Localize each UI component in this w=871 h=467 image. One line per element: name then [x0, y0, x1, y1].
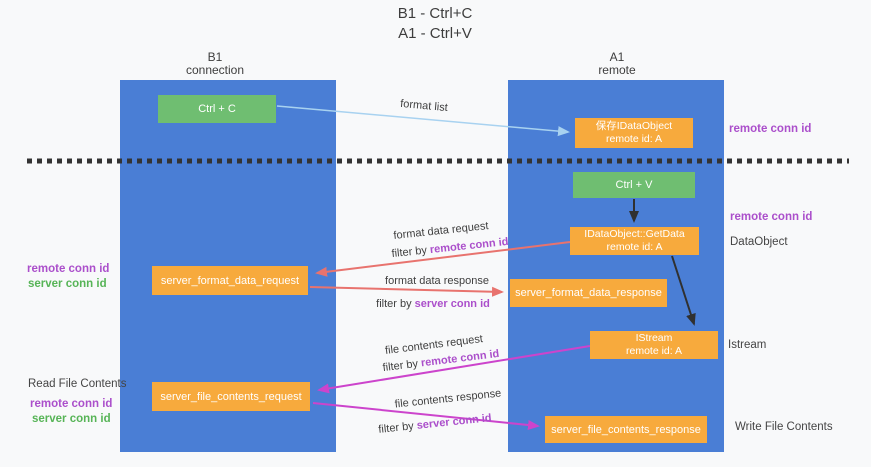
lane-header-b1: B1 connection [155, 51, 275, 77]
title-line-2: A1 - Ctrl+V [398, 25, 472, 42]
ctrl-c-box: Ctrl + C [158, 95, 276, 123]
format-data-response-label: format data response [385, 275, 489, 287]
getdata-line1: IDataObject::GetData [584, 228, 685, 240]
ctrl-v-box: Ctrl + V [573, 172, 695, 198]
lane-b1-name: B1 [207, 50, 223, 64]
save-idataobject-line1: 保存IDataObject [595, 120, 673, 132]
lane-header-a1: A1 remote [557, 51, 677, 77]
format-list-label: format list [399, 97, 449, 115]
left-server-conn-id-upper: server conn id [28, 278, 107, 290]
save-idataobject-box: 保存IDataObject remote id: A [575, 118, 693, 148]
title-line-1: B1 - Ctrl+C [397, 5, 473, 22]
server-format-data-response-label: server_format_data_response [515, 287, 662, 299]
filter-id: remote conn id [429, 235, 509, 257]
istream-line1: IStream [635, 332, 673, 344]
lane-a1-role: remote [598, 63, 636, 77]
istream-side-label: Istream [728, 339, 767, 351]
server-format-data-response-box: server_format_data_response [510, 279, 667, 307]
read-file-contents-label: Read File Contents [28, 378, 127, 390]
lane-b1-role: connection [185, 63, 245, 77]
left-remote-conn-id-lower: remote conn id [30, 398, 113, 410]
right-remote-conn-id-top: remote conn id [729, 123, 812, 135]
getdata-box: IDataObject::GetData remote id: A [570, 227, 699, 255]
filter-prefix: filter by [382, 357, 422, 375]
lane-a1-name: A1 [609, 50, 625, 64]
ctrl-v-label: Ctrl + V [615, 179, 653, 191]
filter-prefix: filter by [376, 298, 415, 310]
filter-id: server conn id [414, 298, 490, 310]
right-remote-conn-id-mid: remote conn id [730, 211, 813, 223]
server-file-contents-request-box: server_file_contents_request [152, 382, 310, 411]
write-file-contents-label: Write File Contents [735, 421, 833, 433]
left-remote-conn-id-upper: remote conn id [27, 263, 110, 275]
filter-id: server conn id [416, 412, 493, 432]
file-contents-response-label: file contents response [394, 387, 502, 411]
diagram-title: B1 - Ctrl+C A1 - Ctrl+V [335, 4, 535, 44]
istream-line2: remote id: A [625, 345, 683, 357]
server-format-data-request-label: server_format_data_request [160, 274, 300, 287]
left-server-conn-id-lower: server conn id [32, 413, 111, 425]
server-file-contents-response-box: server_file_contents_response [545, 416, 707, 443]
filter-by-server-1-label: filter by server conn id [376, 298, 490, 310]
getdata-line2: remote id: A [606, 241, 663, 253]
filter-prefix: filter by [377, 419, 418, 436]
save-idataobject-line2: remote id: A [605, 133, 663, 145]
server-file-contents-response-label: server_file_contents_response [551, 423, 701, 436]
format-response-arrow [309, 286, 504, 297]
dataobject-label: DataObject [730, 236, 788, 248]
filter-by-server-2-label: filter by server conn id [378, 412, 492, 436]
server-file-contents-request-label: server_file_contents_request [160, 390, 302, 403]
server-format-data-request-box: server_format_data_request [152, 266, 308, 295]
ctrl-c-label: Ctrl + C [198, 103, 236, 115]
istream-box: IStream remote id: A [590, 331, 718, 359]
filter-prefix: filter by [391, 244, 431, 261]
